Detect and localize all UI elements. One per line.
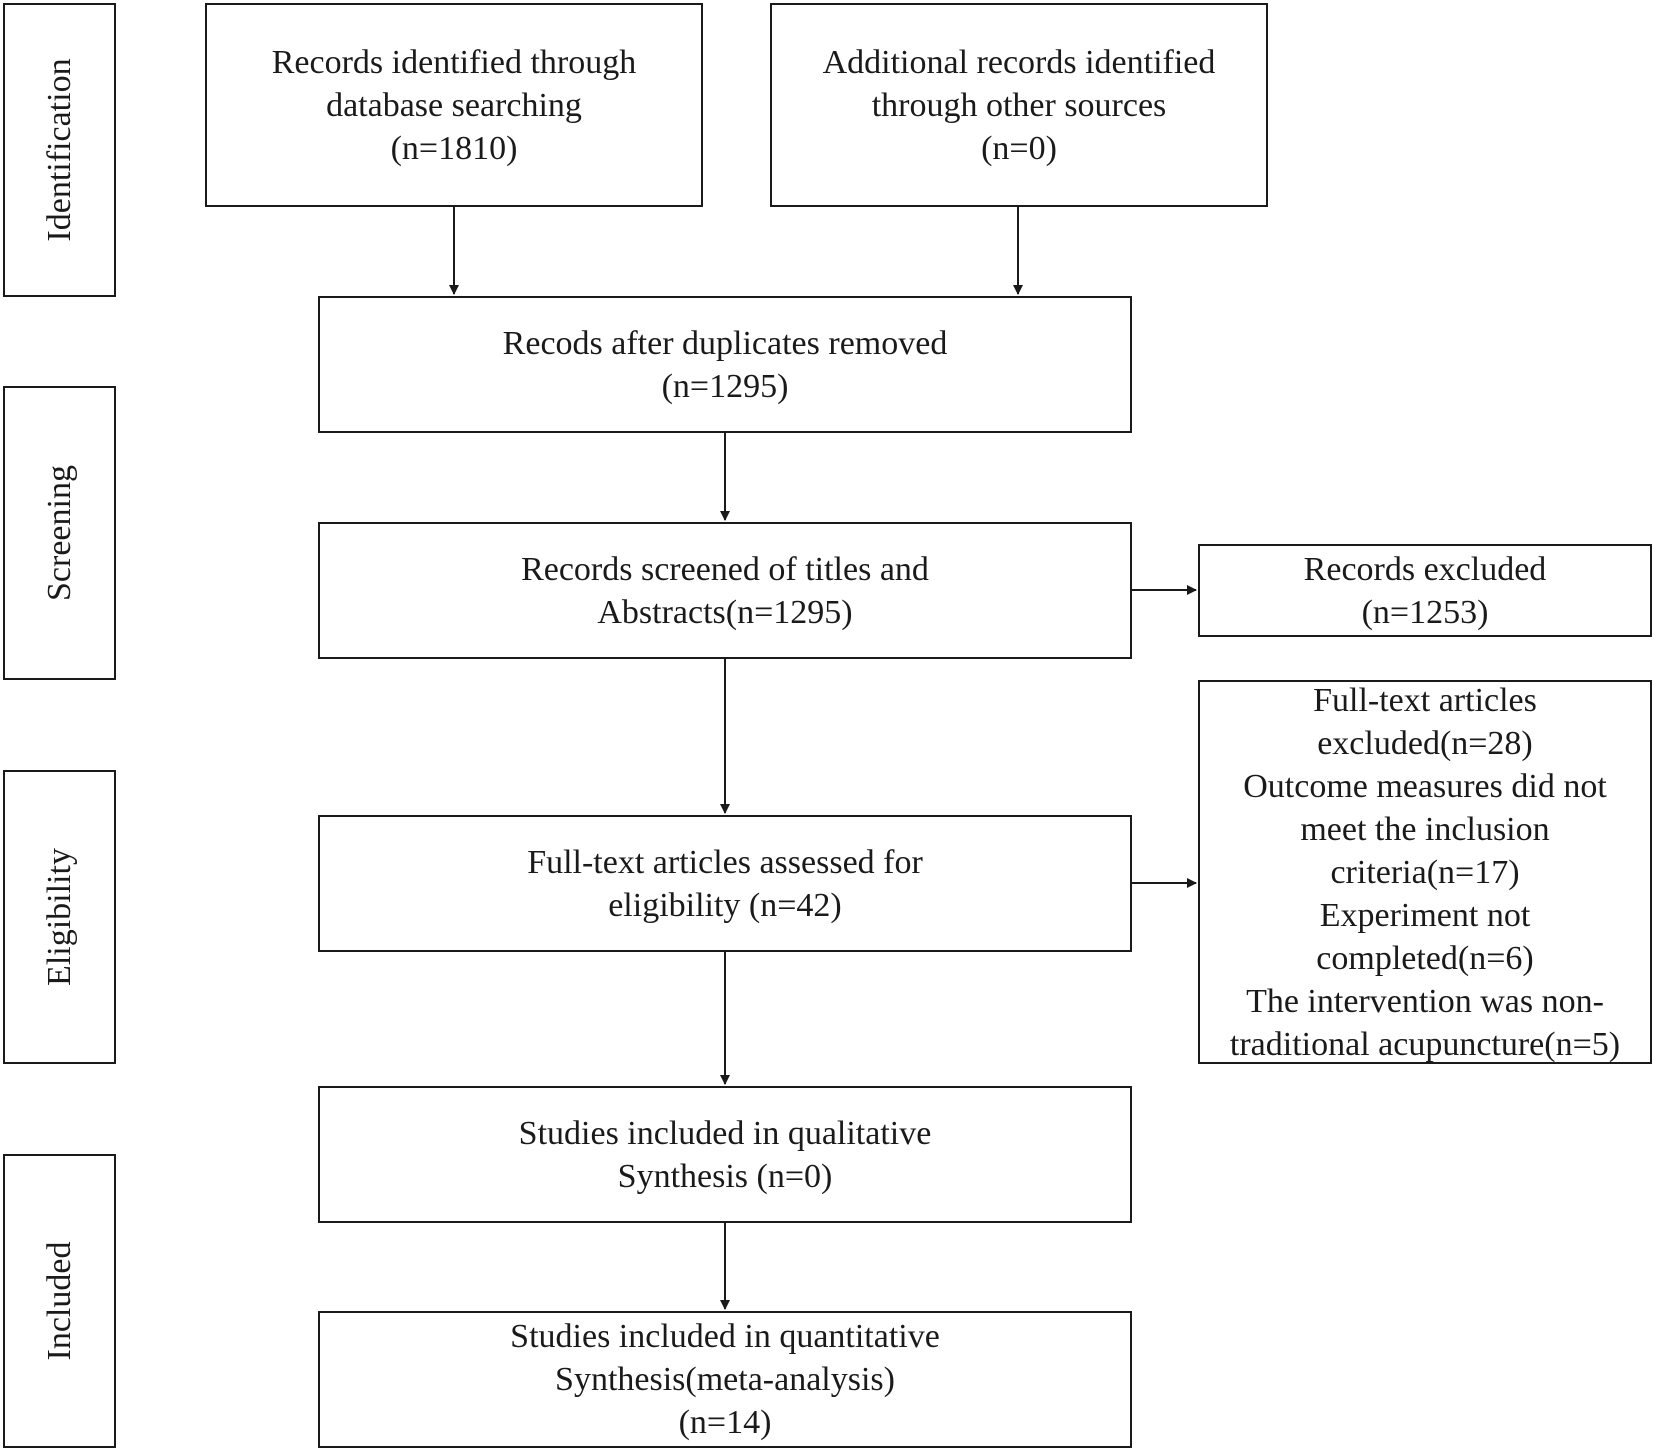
fulltext-assessed-line-2: eligibility (n=42) <box>608 886 842 924</box>
records-excluded-line-1: Records excluded <box>1303 550 1547 588</box>
screened-line-2: Abstracts(n=1295) <box>597 593 853 631</box>
fulltext-excluded-line-9: traditional acupuncture(n=5) <box>1229 1025 1621 1063</box>
fulltext-assessed-line-1: Full-text articles assessed for <box>527 843 923 881</box>
quantitative-synthesis-line-1: Studies included in quantitative <box>510 1318 940 1355</box>
fulltext-excluded-line-2: excluded(n=28) <box>1317 724 1533 762</box>
other-sources-line-1: Additional records identified <box>822 43 1216 81</box>
screened-box: Records screened of titles and Abstracts… <box>318 522 1132 659</box>
quantitative-synthesis-line-2: Synthesis(meta-analysis) <box>555 1361 895 1398</box>
quantitative-synthesis-box: Studies included in quantitative Synthes… <box>318 1311 1132 1448</box>
screened-line-1: Records screened of titles and <box>521 550 929 588</box>
after-duplicates-line-1: Recods after duplicates removed <box>502 324 948 362</box>
database-records-line-3: (n=1810) <box>390 129 518 167</box>
stage-screening: Screening <box>3 386 116 680</box>
fulltext-excluded-line-1: Full-text articles <box>1313 681 1537 719</box>
fulltext-excluded-box: Full-text articles excluded(n=28) Outcom… <box>1198 680 1652 1064</box>
after-duplicates-box: Recods after duplicates removed (n=1295) <box>318 296 1132 433</box>
qualitative-synthesis-line-1: Studies included in qualitative <box>518 1114 932 1152</box>
fulltext-excluded-line-4: meet the inclusion <box>1300 810 1550 848</box>
qualitative-synthesis-line-2: Synthesis (n=0) <box>617 1157 833 1195</box>
fulltext-excluded-line-7: completed(n=6) <box>1316 939 1534 977</box>
fulltext-excluded-line-5: criteria(n=17) <box>1330 853 1520 891</box>
database-records-box: Records identified through database sear… <box>205 3 703 207</box>
other-sources-box: Additional records identified through ot… <box>770 3 1268 207</box>
fulltext-assessed-box: Full-text articles assessed for eligibil… <box>318 815 1132 952</box>
other-sources-line-3: (n=0) <box>981 129 1057 167</box>
qualitative-synthesis-box: Studies included in qualitative Synthesi… <box>318 1086 1132 1223</box>
fulltext-excluded-line-8: The intervention was non- <box>1246 982 1604 1020</box>
other-sources-line-2: through other sources <box>871 86 1167 124</box>
database-records-line-2: database searching <box>326 86 582 124</box>
after-duplicates-line-2: (n=1295) <box>661 367 789 405</box>
records-excluded-line-2: (n=1253) <box>1361 593 1489 631</box>
fulltext-excluded-line-3: Outcome measures did not <box>1243 767 1607 805</box>
stage-identification: Identification <box>3 3 116 297</box>
database-records-line-1: Records identified through <box>271 43 637 81</box>
quantitative-synthesis-line-3: (n=14) <box>678 1404 772 1441</box>
fulltext-excluded-line-6: Experiment not <box>1319 896 1531 934</box>
records-excluded-box: Records excluded (n=1253) <box>1198 544 1652 637</box>
stage-included: Included <box>3 1154 116 1448</box>
stage-eligibility: Eligibility <box>3 770 116 1064</box>
